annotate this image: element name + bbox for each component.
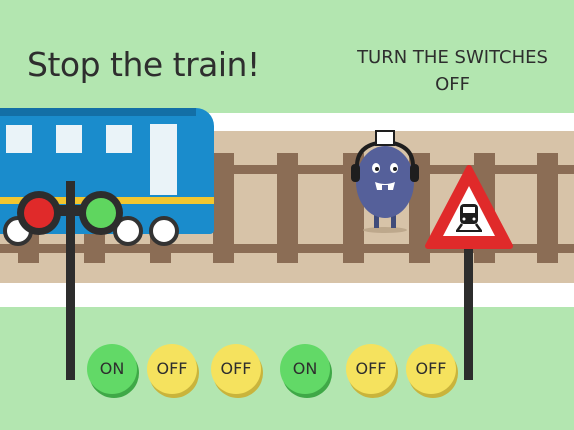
train-warning-sign bbox=[425, 165, 513, 249]
train-window bbox=[6, 125, 32, 153]
rail-bottom bbox=[0, 244, 574, 253]
train-door bbox=[150, 124, 177, 195]
train-icon bbox=[455, 204, 483, 232]
headphone-right bbox=[410, 164, 419, 182]
switch-button-4[interactable]: ON bbox=[280, 344, 330, 394]
character-shadow bbox=[363, 227, 407, 233]
train-wheel bbox=[149, 216, 179, 246]
train-window bbox=[106, 125, 132, 153]
character-body bbox=[356, 146, 414, 218]
character-leg bbox=[374, 214, 379, 228]
character-monster bbox=[351, 130, 419, 233]
instruction-text: TURN THE SWITCHES OFF bbox=[357, 47, 548, 95]
sign-pole bbox=[464, 246, 473, 380]
rail-tie bbox=[537, 153, 558, 263]
rail-top bbox=[0, 165, 574, 174]
signal-red-light bbox=[24, 198, 54, 228]
switch-button-3[interactable]: OFF bbox=[211, 344, 261, 394]
signal-head-left bbox=[17, 191, 61, 235]
switch-button-2[interactable]: OFF bbox=[147, 344, 197, 394]
train-wheel bbox=[113, 216, 143, 246]
rail-tie bbox=[277, 153, 298, 263]
character-leg bbox=[391, 214, 396, 228]
headphone-left bbox=[351, 164, 360, 182]
switch-button-6[interactable]: OFF bbox=[406, 344, 456, 394]
signal-head-right bbox=[79, 191, 123, 235]
rail-tie bbox=[213, 153, 234, 263]
track-border-bottom bbox=[0, 283, 574, 307]
character-teeth bbox=[375, 182, 395, 190]
game-title: Stop the train! bbox=[27, 45, 260, 84]
headphone-top bbox=[375, 130, 395, 146]
switch-button-5[interactable]: OFF bbox=[346, 344, 396, 394]
train-window bbox=[56, 125, 82, 153]
switch-button-1[interactable]: ON bbox=[87, 344, 137, 394]
signal-pole bbox=[66, 181, 75, 380]
signal-arm bbox=[22, 205, 120, 216]
signal-green-light bbox=[86, 198, 116, 228]
